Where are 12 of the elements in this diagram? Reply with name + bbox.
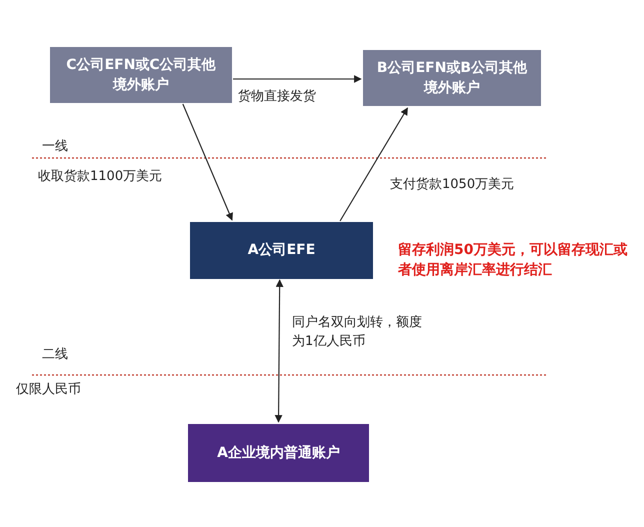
arrow: [340, 107, 408, 222]
zone-label: 一线: [42, 138, 68, 156]
note-text: 留存利润50万美元，可以留存现汇或者使用离岸汇率进行结汇: [398, 240, 628, 280]
arrow: [182, 104, 233, 221]
account-box: B公司EFN或B公司其他境外账户: [363, 50, 541, 106]
account-box: A企业境内普通账户: [188, 424, 369, 482]
arrow: [233, 75, 362, 83]
account-box: C公司EFN或C公司其他境外账户: [50, 47, 232, 103]
arrow: [274, 279, 284, 423]
zone-label: 仅限人民币: [16, 381, 81, 399]
account-box: A公司EFE: [190, 222, 373, 279]
zone-label: 二线: [42, 346, 68, 364]
